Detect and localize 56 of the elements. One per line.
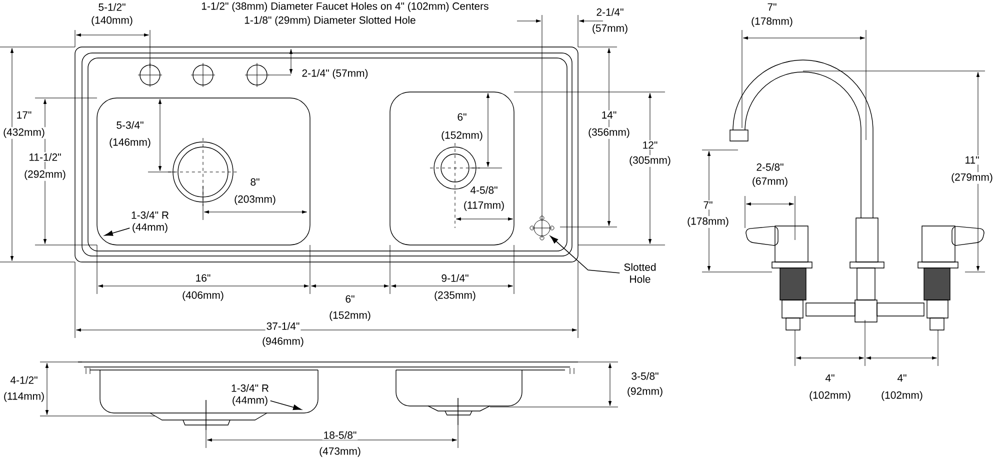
dimension-label: 5-1/2" (97, 2, 127, 12)
dimension-label: (178mm) (686, 216, 730, 228)
dimension-label: 7" (702, 200, 714, 210)
dimension-label: (102mm) (880, 390, 924, 402)
dimension-label: (432mm) (2, 127, 46, 139)
callout-text: 1-3/4" R (44mm) (230, 383, 270, 407)
dimension-label: 12" (641, 140, 659, 150)
dimension-label: 17" (15, 110, 33, 120)
dimension-label: 11-1/2" (28, 152, 62, 162)
dimension-label: (235mm) (433, 290, 477, 302)
note-text: 1-1/8" (29mm) Diameter Slotted Hole (243, 15, 417, 27)
dimension-label: 6" (344, 294, 356, 304)
dimension-label: 4" (896, 373, 908, 383)
dimension-label: (203mm) (233, 194, 277, 206)
callout-text: Slotted Hole (620, 262, 660, 284)
dimension-label: (279mm) (950, 172, 994, 184)
dimension-label: 2-1/4" (595, 7, 625, 17)
dimension-label: (140mm) (90, 15, 134, 27)
dimension-label: 5-3/4" (115, 120, 145, 130)
dimension-label: (117mm) (462, 200, 506, 212)
dimension-label: 11" (964, 155, 980, 165)
dimension-label: 16" (194, 273, 212, 283)
dimension-label: (946mm) (261, 336, 305, 348)
dimension-label: (305mm) (628, 155, 672, 167)
dimension-label: 14" (600, 110, 618, 120)
slotted-hole (530, 216, 554, 240)
dimension-label: (146mm) (108, 137, 152, 149)
note-text: 1-1/2" (38mm) Diameter Faucet Holes on 4" (102mm) Centers (200, 1, 490, 13)
dimension-label: (406mm) (181, 290, 225, 302)
dimension-label: 4" (824, 373, 836, 383)
dimension-label: 18-5/8" (322, 430, 358, 440)
dimension-label: (356mm) (587, 127, 631, 139)
dimension-label: 4-1/2" (9, 375, 39, 385)
dimension-label: (114mm) (2, 391, 46, 403)
dimension-label: (102mm) (808, 390, 852, 402)
dimension-label: 7" (766, 2, 778, 12)
dimension-label: 37-1/4" (265, 321, 301, 331)
dimension-label: (92mm) (626, 386, 664, 398)
dimension-label: (292mm) (23, 169, 67, 181)
dimension-label: 2-1/4" (57mm) (300, 68, 370, 80)
dimension-label: 8" (249, 177, 261, 187)
dimension-label: (473mm) (318, 446, 362, 458)
dimension-label: 9-1/4" (440, 273, 470, 283)
dimension-label: 3-5/8" (630, 371, 660, 381)
dimension-label: (152mm) (328, 310, 372, 322)
dimension-label: (67mm) (751, 176, 790, 188)
callout-text: 1-3/4" R (44mm) (130, 210, 170, 234)
leader-line (104, 228, 130, 236)
dimension-label: 4-5/8" (469, 185, 499, 195)
leader-line (270, 400, 302, 410)
leader-line (550, 236, 620, 274)
dimension-label: (152mm) (440, 130, 484, 142)
dimension-label: (57mm) (591, 23, 630, 35)
dimension-label: 2-5/8" (755, 162, 785, 172)
dimension-label: 6" (456, 112, 468, 122)
dimension-label: (178mm) (750, 16, 794, 28)
